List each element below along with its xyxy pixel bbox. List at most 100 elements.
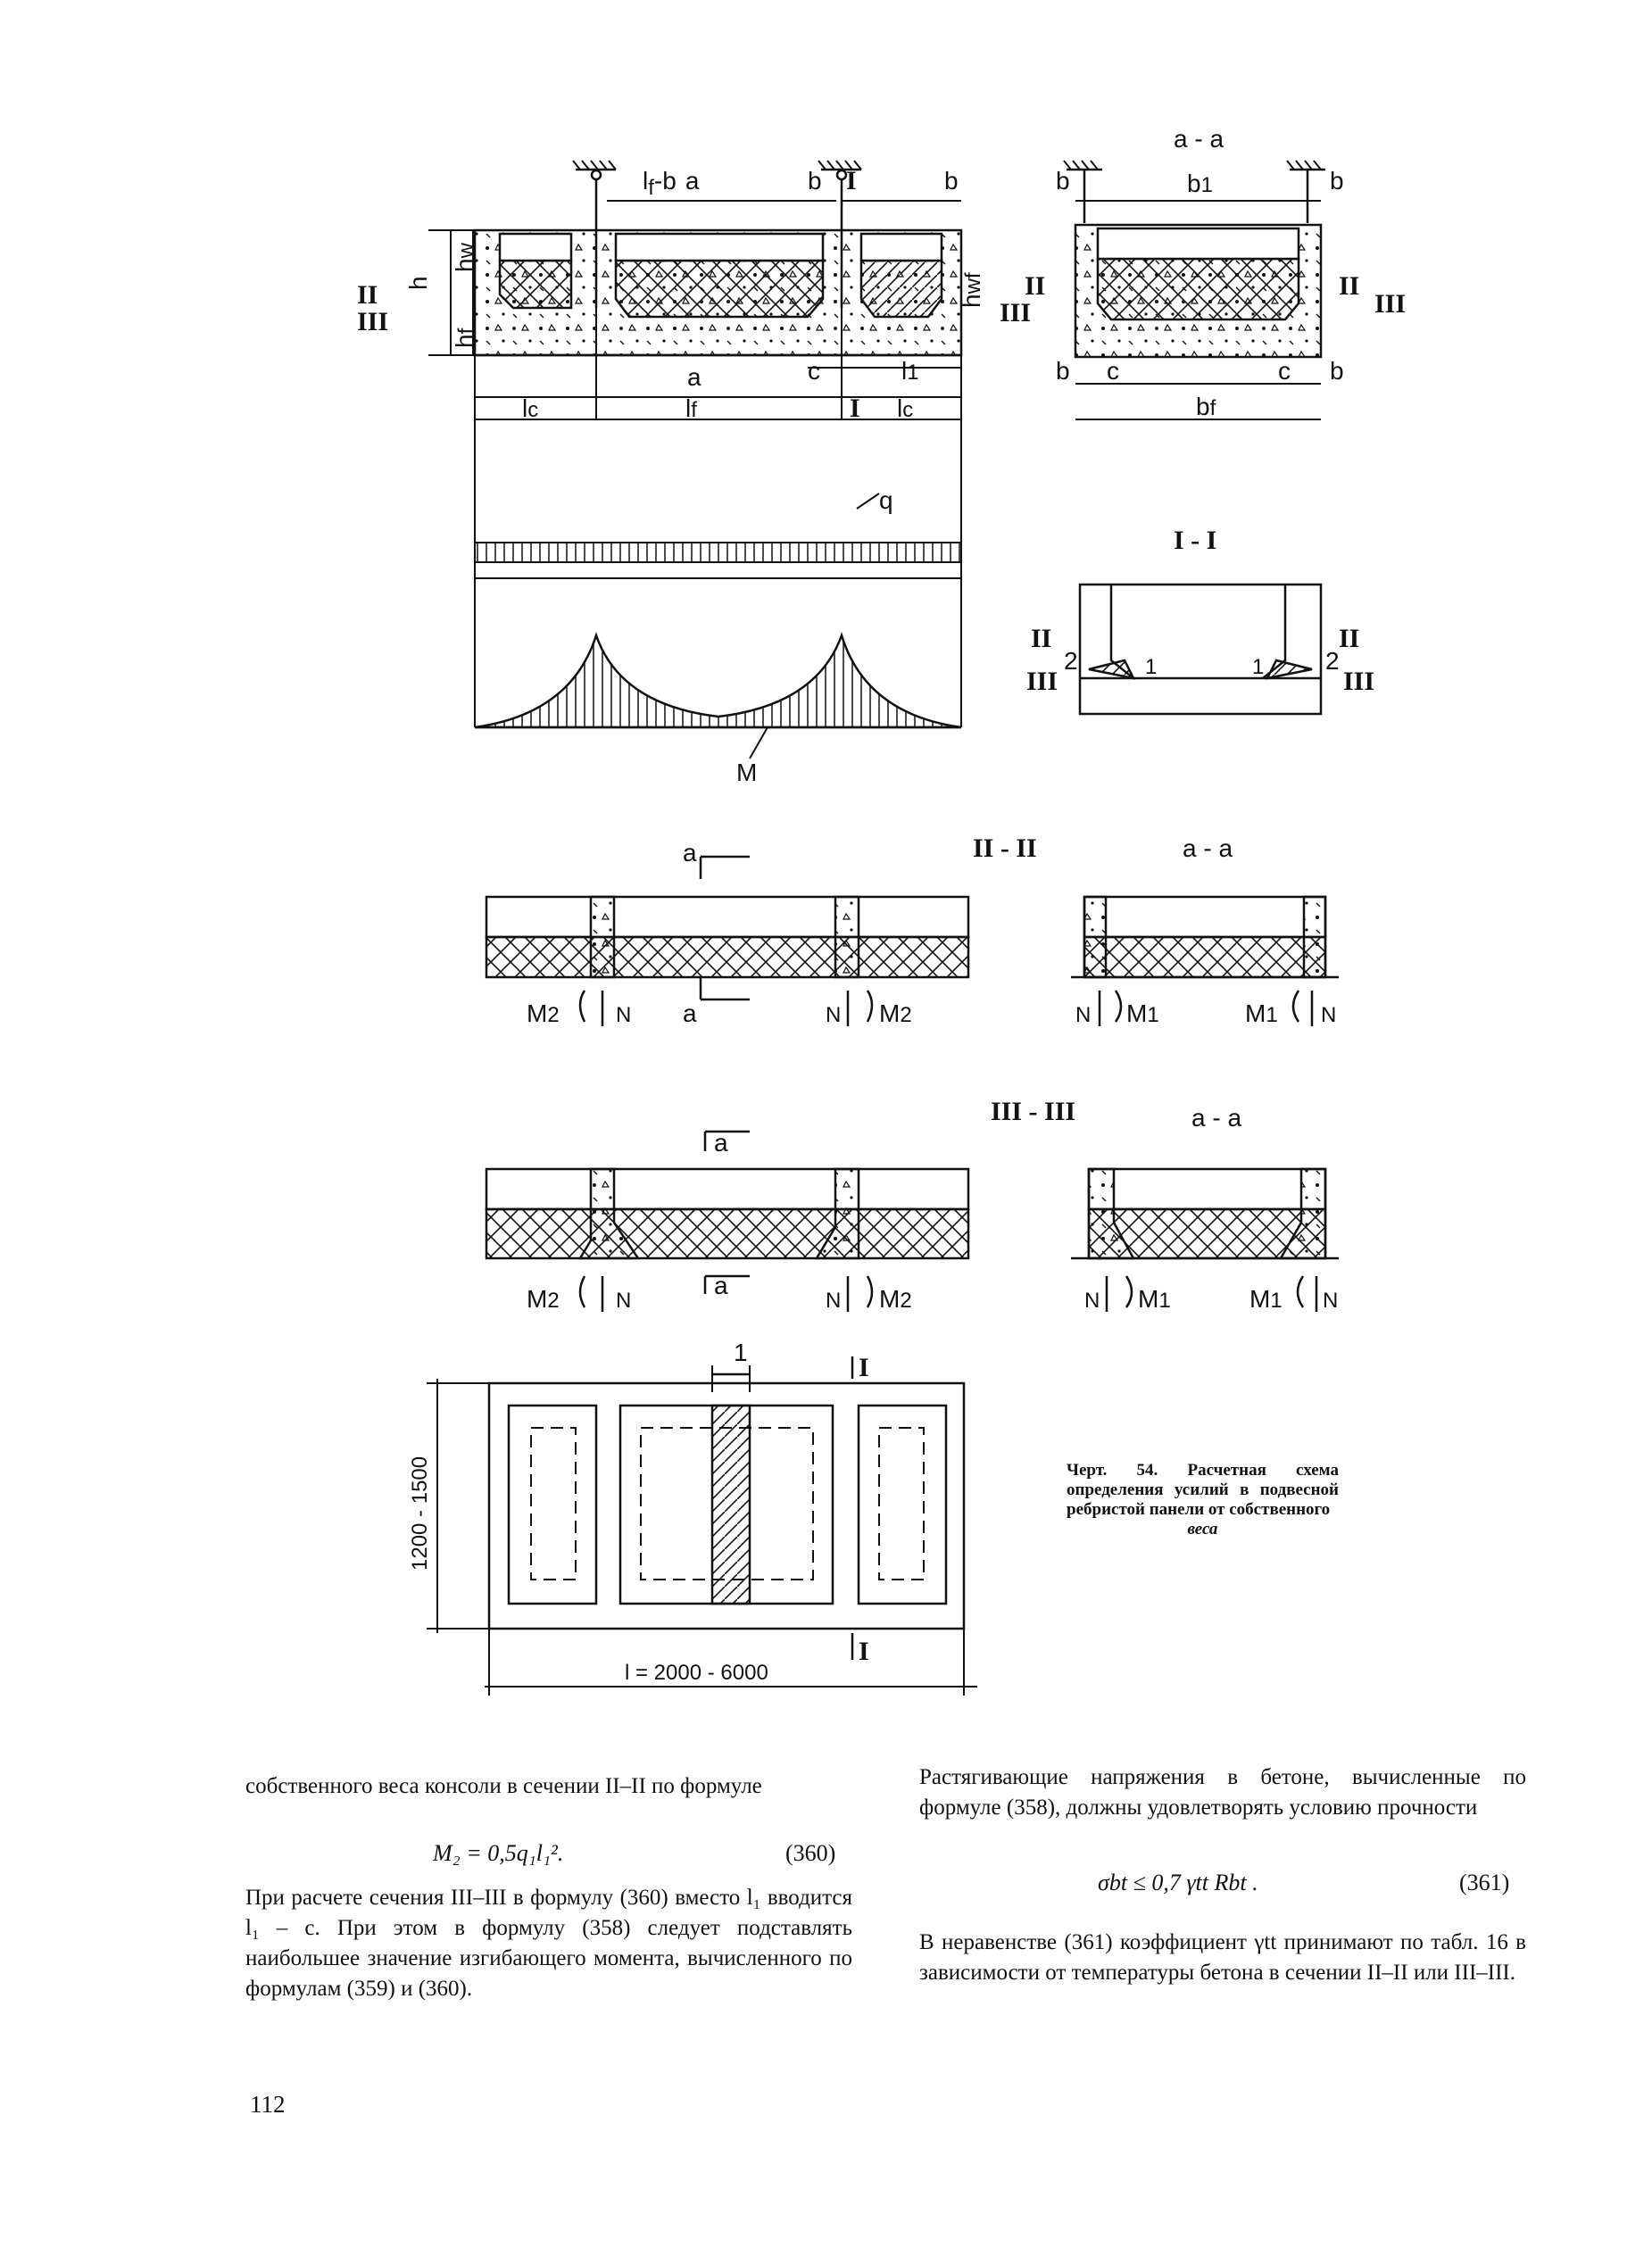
svg-text:N: N (1323, 1289, 1338, 1313)
labels-section-II-II: II - II a a M2 N N M2 (527, 833, 1037, 1027)
svg-text:N: N (1321, 1003, 1336, 1027)
caption-text: Черт. 54. Расчетная схема определения ус… (1067, 1461, 1339, 1519)
svg-text:a: a (714, 1129, 728, 1157)
left-column-2: При расчете сечения III–III в формулу (3… (245, 1883, 852, 2004)
distributed-load (474, 542, 962, 579)
svg-text:lf-ba: lf-ba (643, 167, 700, 200)
svg-text:III: III (1000, 298, 1031, 328)
svg-text:II: II (357, 280, 378, 310)
right-paragraph-2: В неравенстве (361) коэффициент γtt прин… (919, 1930, 1526, 1985)
svg-text:b: b (808, 167, 822, 195)
section-aa-middle (1071, 895, 1339, 1026)
svg-text:N: N (826, 1003, 841, 1027)
svg-text:a - a: a - a (1191, 1104, 1241, 1132)
svg-text:1: 1 (1145, 655, 1157, 679)
svg-text:b: b (1056, 357, 1070, 385)
moment-diagram (474, 493, 962, 759)
svg-text:1200 - 1500: 1200 - 1500 (408, 1456, 432, 1571)
svg-text:M1: M1 (1245, 999, 1278, 1027)
labels-section-aa-bottom: a - a N M1 M1 N (1084, 1104, 1338, 1313)
svg-text:II - II: II - II (973, 833, 1037, 863)
dimension-lines (428, 200, 962, 727)
svg-text:II: II (1339, 271, 1359, 301)
labels-section-I-I: I - I II III II III 2 2 1 1 (1026, 526, 1374, 696)
left-paragraph-1: собственного веса консоли в сечении II–I… (245, 1774, 762, 1798)
svg-text:N: N (826, 1289, 841, 1313)
svg-text:N: N (1075, 1003, 1091, 1027)
svg-text:q: q (879, 486, 893, 514)
svg-text:b: b (1330, 167, 1344, 195)
labels-plan-view: 1 I I 1200 - 1500 l = 2000 - 6000 (408, 1339, 869, 1685)
section-III-III (485, 1130, 970, 1312)
svg-text:III: III (357, 307, 388, 336)
svg-text:I: I (859, 1353, 869, 1382)
formula-360-number: (360) (785, 1840, 836, 1866)
svg-text:a: a (683, 999, 697, 1027)
svg-text:I: I (850, 394, 860, 423)
figure-caption: Черт. 54. Расчетная схема определения ус… (1067, 1461, 1339, 1539)
svg-text:a: a (687, 363, 701, 391)
svg-text:III: III (1026, 667, 1058, 696)
svg-text:a - a: a - a (1174, 125, 1224, 153)
svg-text:b: b (1330, 357, 1344, 385)
svg-text:h: h (404, 276, 432, 290)
svg-text:M1: M1 (1126, 999, 1159, 1027)
right-column: Растягивающие напряжения в бетоне, вычис… (919, 1762, 1526, 1823)
svg-text:N: N (616, 1003, 631, 1027)
page-number: 112 (250, 2091, 286, 2118)
section-II-II (485, 855, 970, 1026)
svg-text:hf: hf (451, 328, 478, 348)
svg-text:a: a (683, 839, 697, 867)
svg-text:I: I (846, 166, 857, 195)
svg-text:b: b (944, 167, 959, 195)
right-column-2: В неравенстве (361) коэффициент γtt прин… (919, 1928, 1526, 1988)
svg-text:III: III (1374, 289, 1406, 319)
svg-text:I: I (859, 1637, 869, 1666)
labels-section-III-III: III - III a a M2 N N M2 (527, 1097, 1075, 1313)
left-paragraph-2: При расчете сечения III–III в формулу (3… (245, 1886, 852, 2001)
svg-text:M: M (736, 759, 757, 786)
svg-text:III - III: III - III (991, 1097, 1075, 1126)
section-aa-top (1063, 160, 1325, 420)
labels-section-aa-top: a - a b b1 b II II III b c c b bf (1025, 125, 1406, 420)
svg-text:2: 2 (1064, 647, 1078, 675)
svg-text:c: c (808, 357, 820, 385)
svg-text:III: III (1343, 667, 1374, 696)
svg-text:M2: M2 (879, 999, 912, 1027)
svg-text:c: c (1107, 357, 1119, 385)
svg-text:bf: bf (1196, 393, 1216, 420)
svg-text:M1: M1 (1138, 1285, 1171, 1313)
svg-text:lc: lc (522, 394, 538, 422)
svg-text:l1: l1 (901, 357, 919, 385)
svg-text:b1: b1 (1187, 170, 1213, 197)
section-aa-bottom (1071, 1167, 1339, 1312)
svg-text:lf: lf (685, 394, 697, 422)
svg-text:II: II (1031, 624, 1051, 653)
svg-text:l = 2000 - 6000: l = 2000 - 6000 (625, 1661, 768, 1685)
svg-text:II: II (1339, 624, 1359, 653)
section-I-I (1078, 583, 1323, 716)
caption-last-word: веса (1187, 1520, 1218, 1538)
panel-section (473, 160, 963, 357)
left-column: собственного веса консоли в сечении II–I… (245, 1771, 852, 1802)
plan-view (427, 1356, 977, 1696)
right-paragraph-1: Растягивающие напряжения в бетоне, вычис… (919, 1765, 1526, 1820)
svg-text:hw: hw (451, 242, 478, 272)
svg-text:hwf: hwf (958, 272, 985, 308)
svg-text:a - a: a - a (1183, 834, 1233, 862)
svg-text:M1: M1 (1249, 1285, 1283, 1313)
svg-text:a: a (714, 1272, 728, 1299)
svg-text:1: 1 (1252, 655, 1264, 679)
svg-text:M2: M2 (527, 999, 560, 1027)
formula-361: σbt ≤ 0,7 γtt Rbt . (1098, 1870, 1258, 1895)
svg-text:M2: M2 (527, 1285, 560, 1313)
svg-text:lc: lc (897, 394, 913, 422)
svg-text:N: N (616, 1289, 631, 1313)
svg-text:2: 2 (1325, 647, 1340, 675)
svg-text:b: b (1056, 167, 1070, 195)
formula-361-number: (361) (1459, 1870, 1510, 1895)
svg-text:II: II (1025, 271, 1045, 301)
svg-text:1: 1 (734, 1339, 748, 1366)
